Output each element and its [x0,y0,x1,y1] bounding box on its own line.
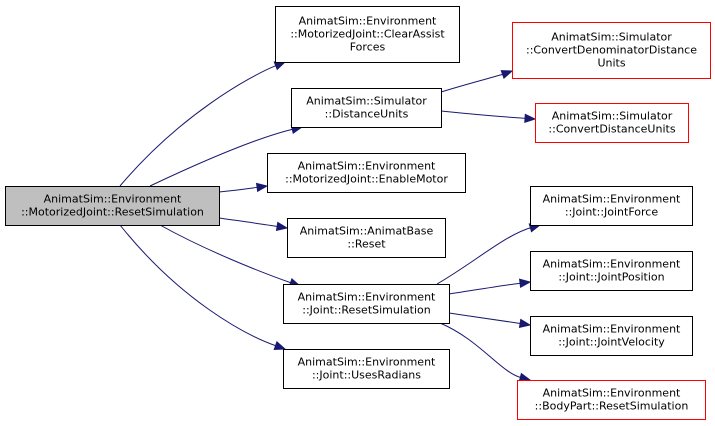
node-label-line: AnimatSim::Environment [44,193,182,206]
node-label-line: ::MotorizedJoint::ResetSimulation [21,206,204,219]
node-label-line: ::Joint::JointVelocity [558,336,665,349]
arrow-head-icon [518,318,532,329]
node-box [291,88,442,128]
edge-distance_units-to-convert_distance_units [440,110,537,124]
node-label-line: AnimatSim::Environment [543,258,681,271]
nodes-layer: AnimatSim::Environment::MotorizedJoint::… [5,6,711,420]
edge-reset_simulation_root-to-enable_motor [218,182,269,193]
node-label-line: AnimatSim::Environment [543,387,681,400]
node-label-line: AnimatSim::Environment [298,160,436,173]
node-reset-simulation-root: AnimatSim::Environment::MotorizedJoint::… [5,186,220,226]
node-label-line: ::MotorizedJoint::EnableMotor [285,173,448,186]
arrow-head-icon [273,341,287,351]
node-label-line: ::ConvertDistanceUnits [548,123,675,136]
edge-reset_simulation_root-to-joint_reset_simulation [159,224,302,288]
node-label-line: ::DistanceUnits [325,108,409,121]
node-clear-assist-forces[interactable]: AnimatSim::Environment::MotorizedJoint::… [275,6,460,63]
edge-line [436,226,532,285]
node-label-line: AnimatSim::Simulator [552,110,673,123]
node-label-line: ::ConvertDenominatorDistance [526,44,697,57]
edge-joint_reset_simulation-to-joint_position [448,278,532,295]
node-box [530,186,693,226]
edge-reset_simulation_root-to-clear_assist_forces [119,61,287,187]
edge-reset_simulation_root-to-uses_radians [119,224,287,351]
node-enable-motor[interactable]: AnimatSim::Environment::MotorizedJoint::… [267,153,466,193]
node-box [517,380,706,420]
node-body-part-reset-simulation[interactable]: AnimatSim::Environment::BodyPart::ResetS… [517,380,706,420]
node-box [530,251,693,291]
node-label-line: Forces [350,41,386,54]
node-label-line: AnimatSim::Environment [299,15,437,28]
edge-line [448,312,522,325]
node-joint-position[interactable]: AnimatSim::Environment::Joint::JointPosi… [530,251,693,291]
node-box [283,349,450,389]
node-animat-base-reset[interactable]: AnimatSim::AnimatBase::Reset [287,218,446,258]
node-label-line: ::MotorizedJoint::ClearAssist [290,28,445,41]
node-label-line: AnimatSim::AnimatBase [300,225,434,238]
edge-line [440,110,527,119]
arrow-head-icon [255,182,269,193]
node-convert-denominator-distance-units[interactable]: AnimatSim::Simulator::ConvertDenominator… [512,22,711,79]
node-joint-velocity[interactable]: AnimatSim::Environment::Joint::JointVelo… [530,316,693,356]
edge-line [119,64,277,187]
edge-line [119,224,277,347]
node-box [287,218,446,258]
node-label-line: AnimatSim::Environment [298,356,436,369]
node-label-line: AnimatSim::Environment [543,323,681,336]
node-joint-reset-simulation[interactable]: AnimatSim::Environment::Joint::ResetSimu… [283,284,450,324]
edge-joint_reset_simulation-to-joint_velocity [448,312,532,329]
arrow-head-icon [519,278,532,288]
edge-line [149,128,294,187]
edge-distance_units-to-convert_denominator_distance_units [440,70,514,93]
node-label-line: AnimatSim::Environment [543,193,681,206]
node-label-line: ::Reset [347,238,386,251]
edge-line [440,73,504,93]
node-box [530,316,693,356]
node-box [267,153,466,193]
node-label-line: Units [597,57,625,70]
edge-line [439,322,522,379]
node-label-line: ::Joint::UsesRadians [312,369,421,382]
node-convert-distance-units[interactable]: AnimatSim::Simulator::ConvertDistanceUni… [535,103,689,143]
node-label-line: ::Joint::ResetSimulation [302,304,430,317]
node-label-line: ::Joint::JointPosition [558,271,664,284]
node-label-line: AnimatSim::Simulator [306,95,427,108]
edge-joint_reset_simulation-to-body_part_reset_simulation [439,322,532,382]
edge-line [448,282,522,295]
edge-reset_simulation_root-to-animat_base_reset [218,217,289,232]
node-joint-force[interactable]: AnimatSim::Environment::Joint::JointForc… [530,186,693,226]
node-label-line: ::Joint::JointForce [565,206,658,219]
arrow-head-icon [500,70,514,79]
node-box [5,186,220,226]
node-label-line: ::BodyPart::ResetSimulation [535,400,689,413]
edge-line [159,224,292,284]
node-box [283,284,450,324]
node-box [275,6,460,63]
edge-line [218,186,259,193]
node-label-line: AnimatSim::Simulator [551,31,672,44]
arrow-head-icon [273,61,287,71]
node-distance-units[interactable]: AnimatSim::Simulator::DistanceUnits [291,88,442,128]
node-label-line: AnimatSim::Environment [298,291,436,304]
arrow-head-icon [275,221,289,232]
arrow-head-icon [524,113,537,124]
node-uses-radians[interactable]: AnimatSim::Environment::Joint::UsesRadia… [283,349,450,389]
node-box [512,22,711,79]
node-box [535,103,689,143]
edge-line [218,217,279,228]
edge-joint_reset_simulation-to-joint_force [436,223,542,285]
